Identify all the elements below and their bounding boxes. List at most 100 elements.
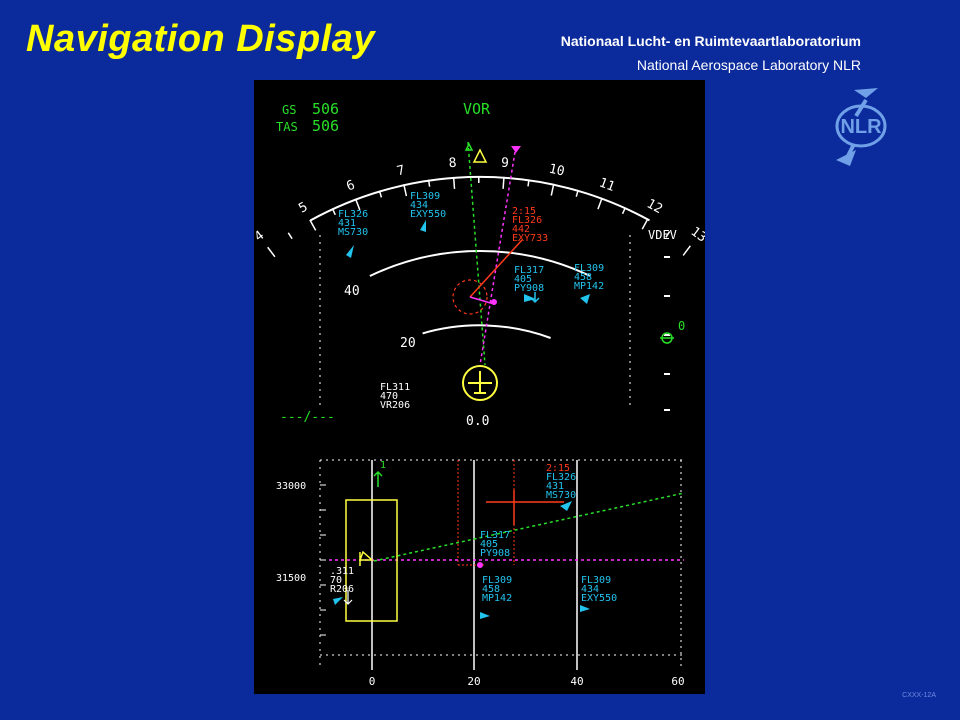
vdev-label: VDEV — [648, 228, 677, 242]
intercept-point — [477, 562, 483, 568]
traffic-label-line: 458 — [574, 272, 592, 283]
range-arc-20 — [422, 324, 551, 339]
compass-tick — [427, 179, 431, 187]
compass-tick — [502, 176, 505, 189]
compass-heading-label: 10 — [547, 162, 565, 180]
compass-tick — [267, 246, 276, 258]
traffic-label-line: 431 — [546, 481, 564, 492]
compass-heading-label: 4 — [254, 228, 267, 245]
vsd-traffic-labels: 2:15FL326431MS730FL317405PY908FL309458MP… — [330, 463, 617, 604]
traffic-label-line: MS730 — [338, 227, 368, 238]
traffic-label-line: FL326 — [338, 209, 368, 220]
compass-tick — [597, 197, 603, 210]
compass-tick — [575, 189, 579, 197]
compass-tick — [403, 184, 408, 197]
conflict-vector — [469, 239, 523, 298]
traffic-label-line: EXY733 — [512, 233, 548, 244]
ownship-intercept — [469, 296, 495, 305]
compass-heading-label: 5 — [296, 200, 310, 217]
vor-course-line — [467, 141, 486, 366]
traffic-label-line: FL326 — [512, 215, 542, 226]
traffic-label-line: 434 — [410, 200, 428, 211]
compass-heading-label: 13 — [688, 224, 705, 245]
altitude-label-31500: 31500 — [276, 573, 306, 584]
conflict-zone — [452, 279, 488, 315]
intercept-point — [491, 299, 497, 305]
climb-arrow-icon — [373, 470, 383, 487]
traffic-label-line: 405 — [514, 274, 532, 285]
flight-path-line — [479, 145, 517, 366]
organization-name-dutch: Nationaal Lucht- en Ruimtevaartlaborator… — [560, 33, 861, 49]
traffic-label-line: 431 — [338, 218, 356, 229]
traffic-label-line: EXY550 — [581, 593, 617, 604]
gs-value: 506 — [312, 100, 339, 118]
range-arc-40 — [369, 250, 591, 277]
compass-tick — [378, 190, 383, 198]
vdev-zero: 0 — [678, 319, 685, 333]
traffic-arrow-icon — [420, 220, 426, 232]
nav-mode: VOR — [463, 100, 491, 118]
slide-code: CXXX-12A — [902, 692, 936, 699]
vsd-distance-label: 20 — [467, 675, 480, 688]
vor-bearing-icon — [464, 142, 474, 151]
compass-heading-label: 8 — [448, 156, 457, 172]
compass-ticks — [267, 175, 691, 258]
compass-tick — [331, 208, 336, 216]
tas-label: TAS — [276, 120, 298, 134]
nlr-logo-icon: NLR — [835, 88, 887, 166]
compass-heading-label: 7 — [395, 163, 406, 179]
page-title: Navigation Display — [26, 18, 375, 60]
traffic-label-line: 434 — [581, 584, 599, 595]
traffic-label-line: 442 — [512, 224, 530, 235]
traffic-label-line: MP142 — [574, 281, 604, 292]
traffic-label-line: 405 — [480, 539, 498, 550]
organization-name-english: National Aerospace Laboratory NLR — [636, 57, 861, 73]
vsd-distance-label: 60 — [671, 675, 684, 688]
traffic-arrow-icon — [333, 597, 343, 605]
wind-readout: ---/--- — [280, 410, 335, 425]
traffic-label-line: MS730 — [546, 490, 576, 501]
compass-heading-label: 6 — [344, 178, 357, 195]
traffic-label-line: R206 — [330, 584, 354, 595]
traffic-label-line: MP142 — [482, 593, 512, 604]
logo-text: NLR — [840, 116, 882, 138]
descending-arrow-icon — [343, 590, 353, 605]
traffic-arrow-icon — [580, 294, 590, 304]
traffic-label-line: FL317 — [514, 265, 544, 276]
traffic-label-line: FL309 — [574, 263, 604, 274]
course-pointer-icon — [511, 146, 521, 153]
traffic-label-line: FL309 — [410, 191, 440, 202]
compass-tick — [621, 207, 627, 215]
compass-tick — [641, 218, 649, 230]
traffic-arrow-icon — [580, 605, 590, 612]
compass-heading-label: 12 — [644, 196, 665, 217]
vsd-marker-top: 1 — [380, 460, 386, 471]
traffic-label-line: FL317 — [480, 530, 510, 541]
traffic-label-line: FL309 — [581, 575, 611, 586]
traffic-label-line: FL326 — [546, 472, 576, 483]
traffic-label-line: FL309 — [482, 575, 512, 586]
gs-label: GS — [282, 103, 296, 117]
traffic-label-line: FL311 — [380, 382, 410, 393]
compass-tick — [354, 198, 361, 211]
ownship-circle — [462, 365, 498, 401]
heading-pointer-icon — [472, 148, 488, 163]
range-label-40: 40 — [344, 284, 360, 299]
compass-arc — [310, 175, 650, 222]
compass-heading-label: 11 — [597, 175, 617, 195]
traffic-arrow-icon — [480, 612, 490, 619]
compass-tick — [287, 232, 293, 240]
traffic-label-line: PY908 — [480, 548, 510, 559]
ownship-symbol-icon — [358, 550, 374, 561]
tas-value: 506 — [312, 117, 339, 135]
